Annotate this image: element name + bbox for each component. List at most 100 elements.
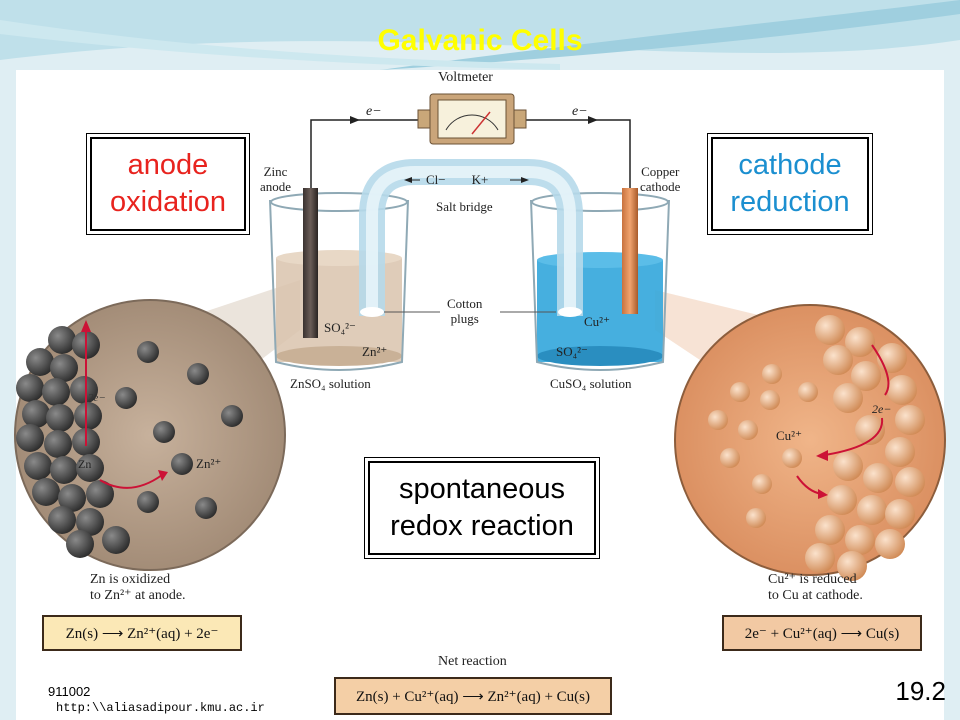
copper-atom	[823, 345, 853, 375]
cuso4-solution-label: CuSO₄ solution	[550, 376, 632, 391]
electron-label-right: e−	[572, 104, 588, 119]
zinc-atom	[66, 530, 94, 558]
zinc-atom	[50, 456, 78, 484]
copper-ion	[782, 448, 802, 468]
wire-right	[515, 119, 631, 192]
copper-atom	[877, 343, 907, 373]
zinc-atom	[48, 506, 76, 534]
copper-atom	[845, 327, 875, 357]
zinc-ion	[137, 491, 159, 513]
zinc-atom	[46, 404, 74, 432]
slide-date: 911002	[48, 684, 91, 699]
copper-atom	[827, 485, 857, 515]
zinc-ion	[195, 497, 217, 519]
copper-ion	[730, 382, 750, 402]
copper-atom	[857, 495, 887, 525]
anode-half-equation: Zn(s) ⟶ Zn²⁺(aq) + 2e⁻	[42, 615, 242, 651]
zinc-atom	[76, 508, 104, 536]
copper-atom	[833, 451, 863, 481]
zinc-atom	[16, 424, 44, 452]
zinc-ion	[153, 421, 175, 443]
zinc-atom	[70, 376, 98, 404]
zinc-atom	[32, 478, 60, 506]
sulfate-left-label: SO₄²⁻	[324, 320, 356, 335]
zoom-right-cu2-label: Cu²⁺	[776, 428, 802, 443]
zinc-atom	[86, 480, 114, 508]
cathode-half-equation: 2e⁻ + Cu²⁺(aq) ⟶ Cu(s)	[722, 615, 922, 651]
zinc-atoms	[16, 326, 243, 558]
zinc-atom	[50, 354, 78, 382]
copper-atom	[885, 499, 915, 529]
reduction-label: reduction	[730, 186, 850, 218]
cathode-label: cathode	[738, 149, 842, 181]
source-url[interactable]: http:\\aliasadipour.kmu.ac.ir	[56, 701, 265, 715]
zinc-ion	[187, 363, 209, 385]
zoom-left-zn2-label: Zn²⁺	[196, 456, 222, 471]
copper-atom	[885, 437, 915, 467]
slide-title: Galvanic Cells	[377, 24, 583, 57]
copper-ion	[738, 420, 758, 440]
zinc-electrode	[303, 188, 318, 338]
zoom-right-electron-label: 2e−	[872, 402, 892, 416]
zinc-atom	[44, 430, 72, 458]
copper-atom	[845, 525, 875, 555]
cotton-plug-left	[360, 307, 384, 317]
sulfate-right-label: SO₄²⁻	[556, 344, 588, 359]
zoom-left-zn-label: Zn	[78, 457, 92, 471]
copper-ion	[708, 410, 728, 430]
electron-label-left: e−	[366, 104, 382, 119]
zinc-atom	[102, 526, 130, 554]
zinc-atom	[74, 402, 102, 430]
zinc-atom	[76, 454, 104, 482]
spontaneous-label: spontaneous	[398, 473, 566, 505]
copper-atom	[875, 529, 905, 559]
net-equation: Zn(s) + Cu²⁺(aq) ⟶ Zn²⁺(aq) + Cu(s)	[334, 677, 612, 715]
anode-oxidation-box: anode oxidation	[86, 133, 250, 235]
copper-atom	[863, 463, 893, 493]
electron-arrow-left-icon	[350, 116, 360, 124]
zinc-atom	[24, 452, 52, 480]
net-reaction-label: Net reaction	[438, 654, 507, 669]
zinc-ion-label: Zn²⁺	[362, 344, 388, 359]
cathode-reduction-box: cathode reduction	[707, 133, 873, 235]
copper-ion-label: Cu²⁺	[584, 314, 610, 329]
copper-atom	[855, 415, 885, 445]
zinc-atom	[42, 378, 70, 406]
copper-atom	[815, 515, 845, 545]
copper-atom	[805, 543, 835, 573]
spontaneous-redox-box: spontaneous redox reaction	[364, 457, 600, 559]
copper-atom	[895, 467, 925, 497]
copper-ion	[762, 364, 782, 384]
page-number: 19.2	[895, 676, 946, 706]
zinc-ion	[171, 453, 193, 475]
zinc-atom	[48, 326, 76, 354]
copper-atom	[887, 375, 917, 405]
zinc-atom	[26, 348, 54, 376]
copper-atom	[833, 383, 863, 413]
zinc-ion	[115, 387, 137, 409]
copper-ion	[760, 390, 780, 410]
zinc-atom	[16, 374, 44, 402]
copper-atom	[815, 315, 845, 345]
oxidation-label: oxidation	[109, 186, 227, 218]
zinc-atom	[22, 400, 50, 428]
anode-label: anode	[127, 149, 209, 181]
redox-reaction-label: redox reaction	[390, 510, 574, 542]
cotton-plug-right	[558, 307, 582, 317]
copper-atoms	[708, 315, 925, 581]
copper-atom	[851, 361, 881, 391]
wire-left	[310, 119, 430, 192]
voltmeter-label: Voltmeter	[438, 70, 493, 85]
zinc-ion	[221, 405, 243, 427]
zinc-ion	[137, 341, 159, 363]
znso4-solution-label: ZnSO₄ solution	[290, 376, 371, 391]
bridge-ions-label: Cl− K+	[426, 172, 489, 187]
zoom-left-electron-label: 2e−	[88, 392, 106, 404]
copper-ion	[746, 508, 766, 528]
